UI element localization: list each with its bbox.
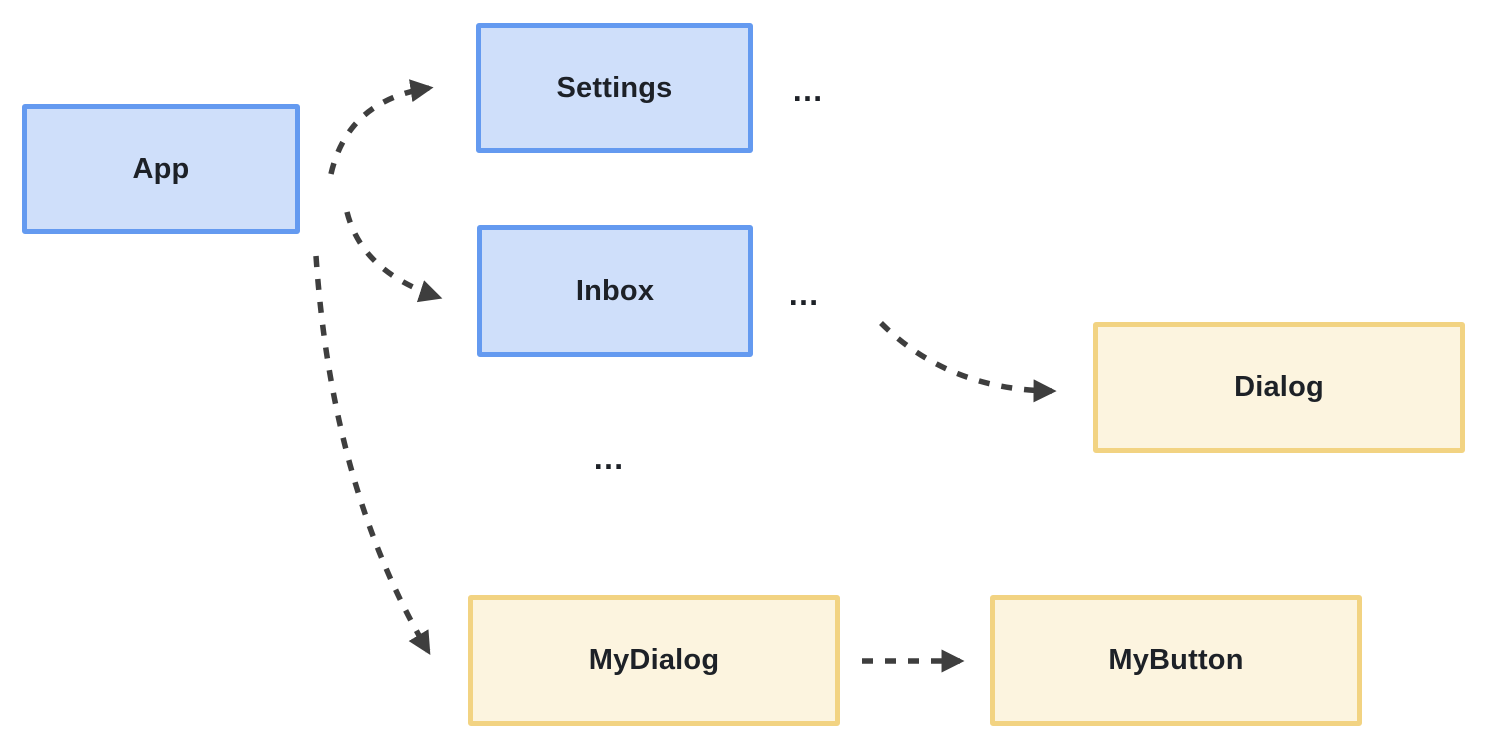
node-mybutton: MyButton xyxy=(990,595,1362,726)
ellipsis-after-inbox: … xyxy=(787,276,821,312)
node-settings: Settings xyxy=(476,23,753,153)
node-inbox-label: Inbox xyxy=(575,274,655,307)
node-dialog: Dialog xyxy=(1093,322,1465,453)
edge-app-to-mydialog xyxy=(313,255,431,655)
node-mydialog-label: MyDialog xyxy=(588,644,720,676)
node-mybutton-label: MyButton xyxy=(1108,644,1244,676)
ellipsis-more-children: … xyxy=(592,440,626,476)
node-app-label: App xyxy=(132,152,190,185)
edge-app-to-settings xyxy=(328,79,434,175)
node-dialog-label: Dialog xyxy=(1234,371,1324,403)
edge-app-to-inbox xyxy=(344,211,443,303)
node-settings-label: Settings xyxy=(556,71,673,104)
edge-inbox-to-dialog xyxy=(879,321,1057,403)
node-inbox: Inbox xyxy=(477,225,753,357)
node-app: App xyxy=(22,104,300,234)
node-mydialog: MyDialog xyxy=(468,595,840,726)
ellipsis-after-settings: … xyxy=(791,72,825,108)
